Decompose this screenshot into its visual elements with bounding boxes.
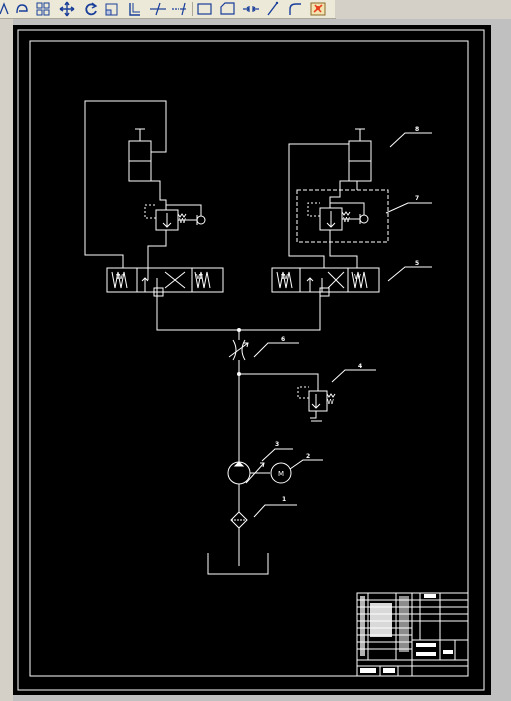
callout-label-8: 8	[415, 126, 419, 133]
modify-toolbar	[0, 0, 336, 19]
hydraulic-pump	[227, 461, 270, 485]
trim-icon[interactable]	[148, 0, 168, 18]
break-icon[interactable]	[195, 0, 215, 18]
array-grid-icon[interactable]	[33, 0, 53, 18]
throttle-valve	[228, 339, 249, 361]
left-directional-valve	[106, 267, 224, 297]
left-valve-spring-label-right: W	[196, 273, 203, 281]
right-cylinder	[348, 128, 372, 182]
relief-valve	[297, 386, 336, 422]
callout-label-7: 7	[415, 195, 419, 202]
toolbar-area-empty	[335, 0, 511, 18]
drawing-canvas[interactable]: 8 7 5 6 4 3 2 1 M W W W W W W W	[13, 25, 491, 695]
oil-tank	[207, 553, 269, 575]
hydraulic-circuit-drawing: 8 7 5 6 4 3 2 1 M W W W W W W W	[17, 29, 485, 691]
text-tool-icon[interactable]	[12, 0, 32, 18]
rotate-icon[interactable]	[81, 0, 101, 18]
oil-filter	[230, 511, 248, 529]
fillet-icon[interactable]	[285, 0, 305, 18]
left-cylinder	[128, 128, 152, 182]
extend-icon[interactable]	[170, 0, 190, 18]
right-seq-valve-spring-label: W	[343, 216, 350, 224]
callout-label-6: 6	[281, 336, 285, 343]
left-check-valve	[166, 204, 206, 225]
stretch-icon[interactable]	[125, 0, 145, 18]
move-icon[interactable]	[57, 0, 77, 18]
left-sequence-valve	[144, 204, 187, 231]
callout-label-5: 5	[415, 260, 419, 267]
callout-label-2: 2	[306, 453, 310, 460]
right-directional-valve	[271, 267, 380, 297]
relief-valve-spring-label: W	[327, 398, 334, 406]
title-block	[356, 592, 469, 677]
chamfer-icon[interactable]	[218, 0, 238, 18]
callout-label-3: 3	[275, 441, 279, 448]
outer-sheet-border	[17, 29, 485, 691]
leader-lines	[253, 132, 432, 518]
left-seq-valve-spring-label: W	[179, 217, 186, 225]
line-tool-icon[interactable]	[263, 0, 283, 18]
join-icon[interactable]	[241, 0, 261, 18]
callout-label-1: 1	[282, 496, 286, 503]
arc-tool-icon[interactable]	[0, 0, 16, 18]
left-valve-spring-label: W	[116, 273, 123, 281]
motor-label: M	[278, 470, 284, 478]
scale-icon[interactable]	[102, 0, 122, 18]
electric-motor	[270, 462, 292, 484]
right-sequence-valve-group	[296, 189, 389, 243]
right-valve-spring-label-right: W	[354, 273, 361, 281]
left-window-edge	[0, 19, 13, 701]
right-valve-spring-label: W	[281, 273, 288, 281]
inner-sheet-border	[29, 40, 469, 677]
explode-icon[interactable]	[308, 0, 328, 18]
callout-label-4: 4	[358, 363, 362, 370]
